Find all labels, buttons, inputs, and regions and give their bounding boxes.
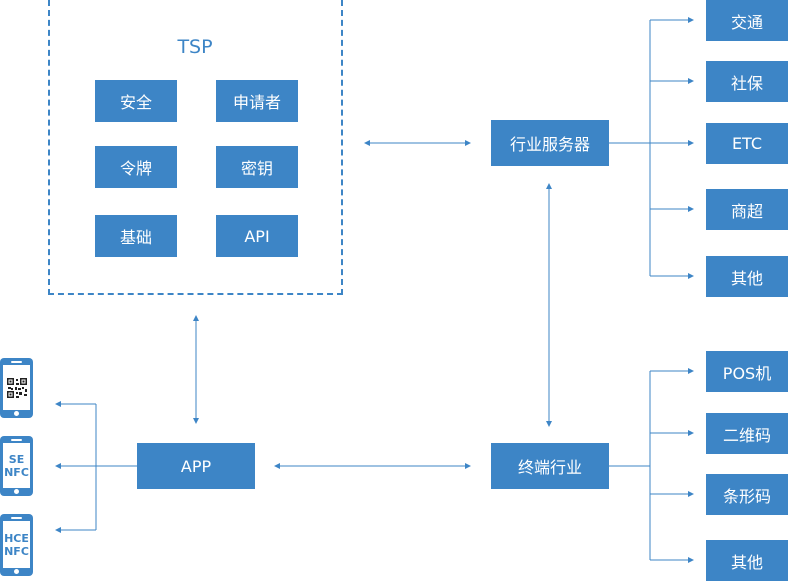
- target-other-server[interactable]: 其他: [706, 256, 788, 297]
- phone-se-label: SE: [8, 452, 25, 466]
- qr-code-icon: [5, 376, 28, 399]
- phone-hce-nfc-label: NFC: [4, 544, 29, 558]
- target-etc[interactable]: ETC: [706, 123, 788, 164]
- tsp-module-api[interactable]: API: [216, 215, 298, 257]
- tsp-frame: [48, 0, 343, 295]
- tsp-module-base[interactable]: 基础: [95, 215, 177, 257]
- tsp-module-token[interactable]: 令牌: [95, 146, 177, 188]
- tsp-title: TSP: [177, 36, 213, 58]
- tsp-module-key[interactable]: 密钥: [216, 146, 298, 188]
- phone-se-nfc-label: NFC: [4, 465, 29, 479]
- phone-qr-icon: [0, 358, 33, 418]
- target-transport[interactable]: 交通: [706, 0, 788, 41]
- tsp-module-security[interactable]: 安全: [95, 80, 177, 122]
- target-qrcode[interactable]: 二维码: [706, 413, 788, 454]
- phone-se-nfc-icon: SE NFC: [0, 436, 33, 496]
- app-node[interactable]: APP: [137, 443, 255, 489]
- target-pos[interactable]: POS机: [706, 351, 788, 392]
- industry-server-node[interactable]: 行业服务器: [491, 120, 609, 166]
- target-social-security[interactable]: 社保: [706, 61, 788, 102]
- tsp-module-applicant[interactable]: 申请者: [216, 80, 298, 122]
- phone-hce-nfc-icon: HCE NFC: [0, 514, 33, 576]
- phone-hce-label: HCE: [4, 531, 29, 545]
- target-barcode[interactable]: 条形码: [706, 474, 788, 515]
- terminal-industry-node[interactable]: 终端行业: [491, 443, 609, 489]
- target-supermarket[interactable]: 商超: [706, 189, 788, 230]
- target-other-terminal[interactable]: 其他: [706, 540, 788, 581]
